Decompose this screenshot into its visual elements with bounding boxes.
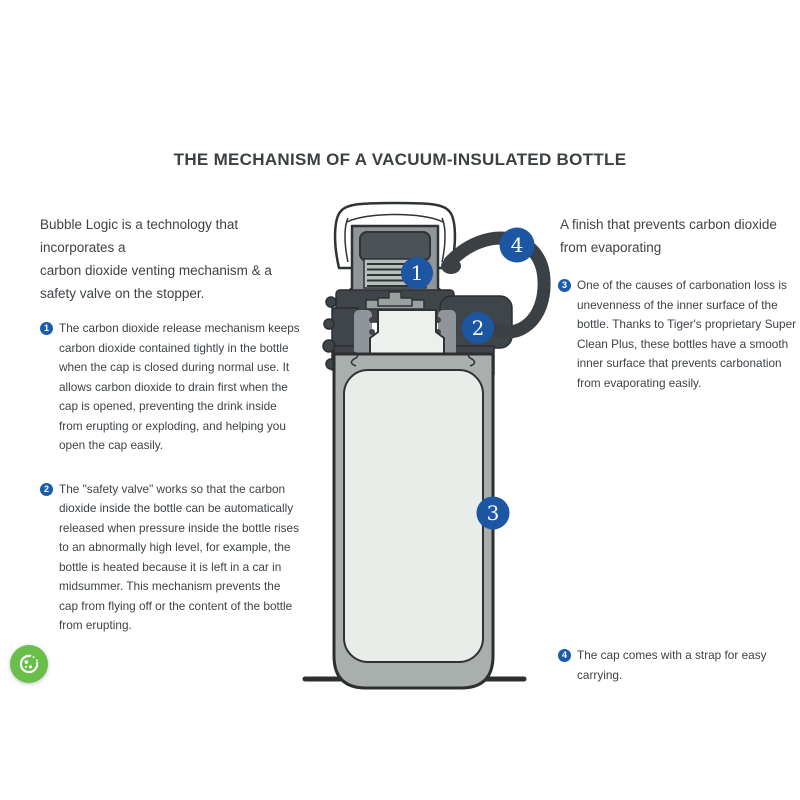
- page-title: THE MECHANISM OF A VACUUM-INSULATED BOTT…: [173, 150, 627, 169]
- marker-3: 3: [476, 496, 510, 530]
- left-points: 1 The carbon dioxide release mechanism k…: [40, 319, 302, 636]
- marker-1: 1: [401, 257, 433, 289]
- svg-text:2: 2: [472, 316, 485, 340]
- intro-text: Bubble Logic is a technology that incorp…: [40, 217, 272, 301]
- point-2: 2 The "safety valve" works so that the c…: [40, 480, 302, 636]
- right-heading: A finish that prevents carbon dioxide fr…: [560, 217, 777, 255]
- bottle-illustration: 1 2 3 4: [290, 196, 560, 696]
- number-1-badge: 1: [40, 322, 53, 335]
- number-2-badge: 2: [40, 482, 53, 496]
- number-3-badge: 3: [558, 279, 571, 292]
- carry-strap: [441, 231, 551, 339]
- marker-4: 4: [499, 227, 535, 263]
- bottle-cross-section-svg: 1 2 3 4: [302, 201, 551, 690]
- thread-curl-left: [350, 351, 359, 367]
- spring-coils: [367, 263, 423, 287]
- point-1: 1 The carbon dioxide release mechanism k…: [40, 319, 302, 456]
- stopper-knob: [359, 231, 431, 262]
- point-3: 3 One of the causes of carbonation loss …: [558, 276, 798, 393]
- point-1-text: The carbon dioxide release mechanism kee…: [59, 321, 300, 452]
- svg-text:4: 4: [511, 233, 524, 257]
- thread-curl-right: [467, 351, 476, 367]
- inner-surface: [343, 369, 484, 663]
- svg-text:1: 1: [411, 261, 424, 285]
- marker-2: 2: [462, 312, 494, 344]
- point-3-text: One of the causes of carbonation loss is…: [577, 278, 797, 390]
- svg-text:3: 3: [487, 501, 500, 525]
- number-4-badge: 4: [558, 649, 571, 662]
- point-4: 4 The cap comes with a strap for easy ca…: [558, 646, 800, 685]
- cookie-consent-button[interactable]: [10, 645, 48, 683]
- bottle-body: [332, 351, 495, 690]
- point-2-text: The "safety valve" works so that the car…: [59, 481, 300, 633]
- point-4-text: The cap comes with a strap for easy carr…: [577, 648, 767, 682]
- cookie-icon: [19, 653, 40, 674]
- valve-stem: [377, 291, 413, 307]
